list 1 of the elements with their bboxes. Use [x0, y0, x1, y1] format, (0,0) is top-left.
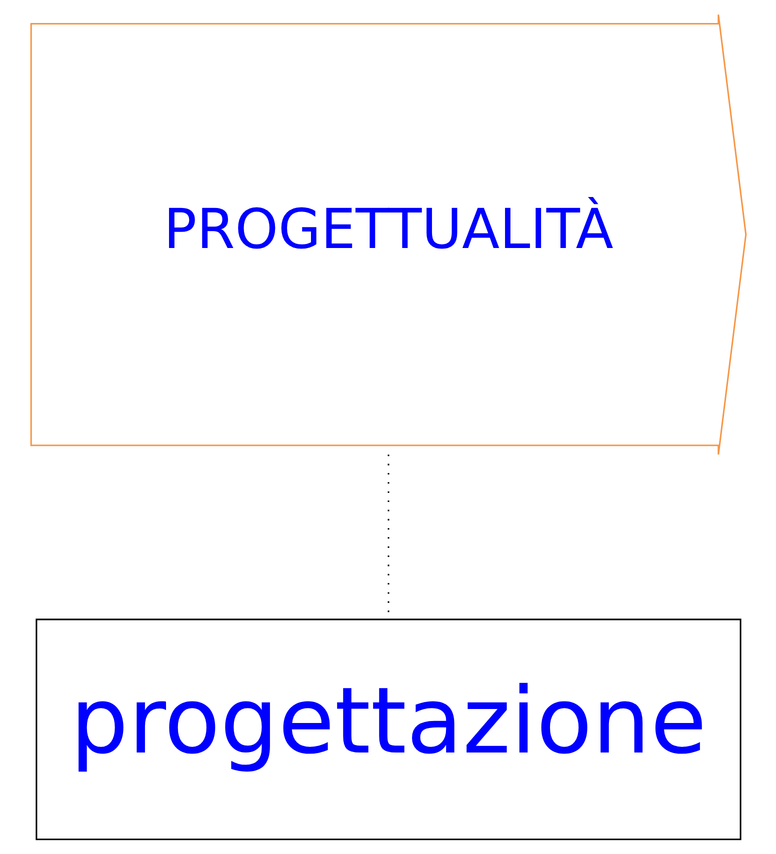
node-box: progettazione — [35, 618, 741, 840]
